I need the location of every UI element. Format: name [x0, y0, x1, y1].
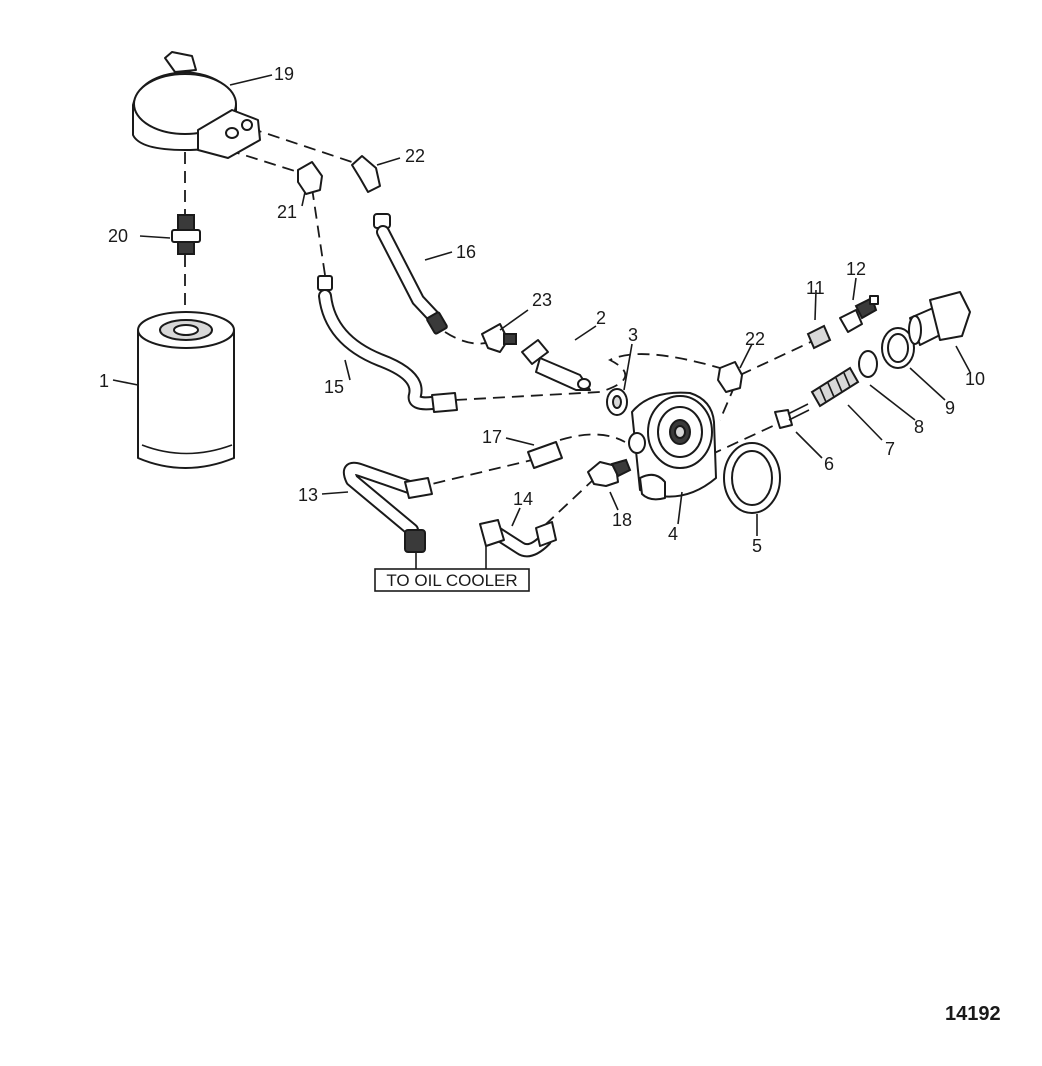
fitting-17: [527, 441, 563, 469]
callout-18: 18: [612, 510, 632, 530]
callout-19: 19: [274, 64, 294, 84]
callout-9: 9: [945, 398, 955, 418]
callout-7: 7: [885, 439, 895, 459]
callout-13: 13: [298, 485, 318, 505]
callout-6: 6: [824, 454, 834, 474]
tube-14: [479, 519, 557, 558]
filter-adapter-19: [132, 51, 261, 159]
elbow-18: [587, 458, 632, 487]
callout-22-right: 22: [745, 329, 765, 349]
leader-lines: [112, 74, 971, 536]
sender-12: [839, 295, 879, 333]
o-ring-8: [858, 350, 878, 378]
elbow-22-right: [717, 361, 743, 393]
elbow-22-upper: [351, 155, 381, 193]
tube-13: [342, 461, 433, 553]
figure-number: 14192: [945, 1003, 1001, 1025]
gasket-5: [723, 442, 781, 514]
spring-7: [810, 366, 860, 408]
callout-1: 1: [99, 371, 109, 391]
elbow-fitting-23: [481, 323, 517, 353]
callout-15: 15: [324, 377, 344, 397]
threaded-nipple-20: [171, 214, 201, 255]
callout-11: 11: [806, 278, 825, 298]
callout-16: 16: [456, 242, 476, 262]
callout-20: 20: [108, 226, 128, 246]
callout-8: 8: [914, 417, 924, 437]
tube-2: [521, 339, 591, 391]
callout-10: 10: [965, 369, 985, 389]
callout-3: 3: [628, 325, 638, 345]
callout-22-upper: 22: [405, 146, 425, 166]
washer-3: [606, 388, 628, 416]
to-oil-cooler-label-box: TO OIL COOLER: [374, 546, 530, 592]
callout-17: 17: [482, 427, 502, 447]
callout-12: 12: [846, 259, 866, 279]
plug-10: [908, 291, 971, 346]
callout-numbers: 19 20 1 21 22 16 23 2 15 3 22 11 12 10 9…: [99, 64, 985, 556]
to-oil-cooler-label: TO OIL COOLER: [386, 571, 517, 590]
adapter-housing-4: [628, 391, 717, 501]
callout-14: 14: [513, 489, 533, 509]
elbow-fitting-21: [297, 161, 323, 195]
hose-15: [317, 275, 458, 413]
callout-4: 4: [668, 524, 678, 544]
oil-filter-1: [137, 311, 235, 469]
callout-5: 5: [752, 536, 762, 556]
callout-21: 21: [277, 202, 297, 222]
hose-16: [373, 213, 448, 335]
valve-6: [774, 403, 810, 429]
assembly-lines: [184, 127, 816, 526]
washer-9: [881, 327, 915, 369]
callout-2: 2: [596, 308, 606, 328]
callout-23: 23: [532, 290, 552, 310]
spring-seat-11: [806, 324, 832, 350]
